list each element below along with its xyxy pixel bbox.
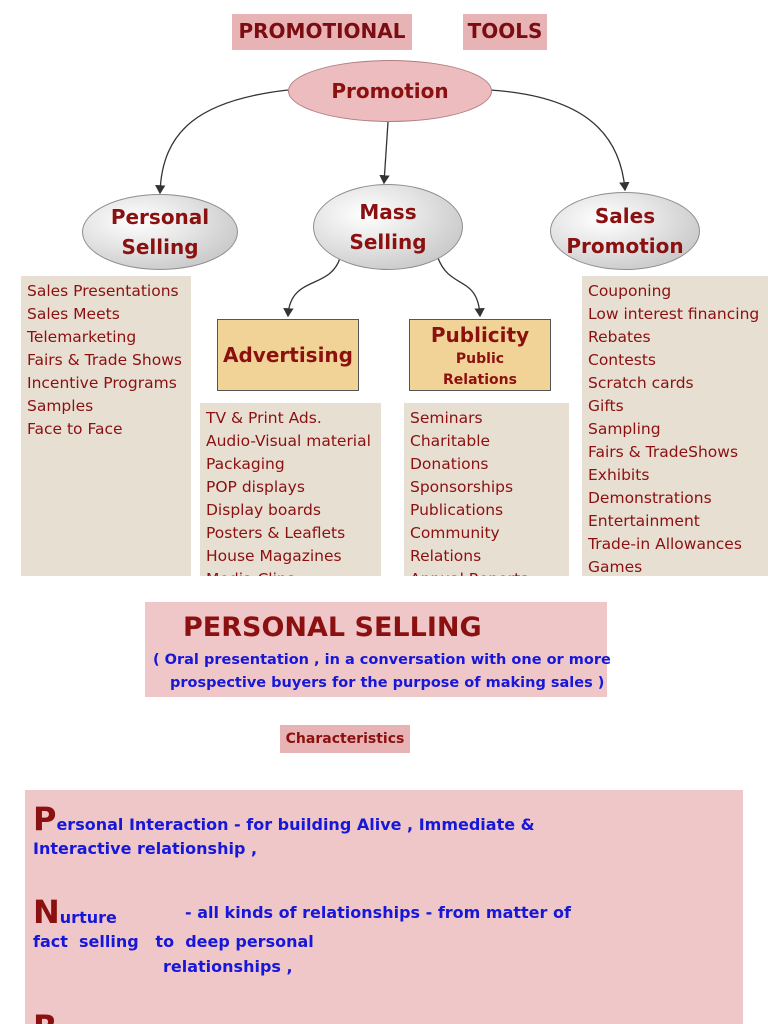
list-item: Sampling	[588, 420, 661, 438]
node-advertising: Advertising	[217, 319, 359, 391]
personal-selling-title-panel: PERSONAL SELLING ( Oral presentation , i…	[145, 602, 611, 697]
list-item: TV & Print Ads.	[206, 409, 322, 427]
list-item: Incentive Programs	[27, 374, 177, 392]
characteristic-nurture: Nurture	[33, 893, 117, 931]
list-item: Media Clips	[206, 568, 375, 576]
list-item: Contests	[588, 351, 656, 369]
list-publicity: Seminars Charitable Donations Sponsorshi…	[404, 403, 569, 576]
node-personal-line1: Personal	[110, 205, 210, 229]
list-item: Gifts	[588, 397, 624, 415]
list-item: Posters & Leaflets	[206, 524, 346, 542]
list-personal-selling: Sales Presentations Sales Meets Telemark…	[21, 276, 191, 576]
header-title-tools: TOOLS	[463, 14, 547, 50]
list-item: Couponing	[588, 282, 672, 300]
list-item: Demonstrations	[588, 489, 712, 507]
characteristic-personal-interaction: Personal Interaction - for building Aliv…	[33, 800, 535, 838]
list-item: Donations	[410, 455, 489, 473]
list-item: Face to Face	[27, 420, 123, 438]
list-item: Entertainment	[588, 512, 700, 530]
header-title-promotional: PROMOTIONAL	[232, 14, 412, 50]
node-advertising-label: Advertising	[223, 343, 353, 367]
list-item: Sales Presentations	[27, 282, 179, 300]
list-item: Charitable	[410, 432, 491, 450]
characteristic-r-letter: R	[33, 1008, 58, 1024]
list-item: Relations	[410, 547, 482, 565]
list-item: Publications	[410, 501, 504, 519]
list-item: Annual Reports	[410, 568, 563, 576]
characteristic-p-text2: Interactive relationship ,	[33, 839, 258, 858]
diagram-connectors	[155, 89, 630, 318]
list-item: Low interest financing	[588, 305, 760, 323]
node-personal-selling: Personal Selling	[82, 194, 238, 270]
list-item: Telemarketing	[27, 328, 137, 346]
list-sales-promotion: Couponing Low interest financing Rebates…	[582, 276, 768, 576]
list-item: House Magazines	[206, 547, 342, 565]
characteristics-panel: Personal Interaction - for building Aliv…	[25, 790, 743, 1024]
characteristic-p-letter: P	[33, 800, 57, 838]
characteristic-p-text1: ersonal Interaction - for building Alive…	[56, 815, 535, 834]
personal-selling-title: PERSONAL SELLING	[183, 612, 482, 643]
node-mass-line1: Mass	[359, 200, 417, 224]
characteristic-r: R	[33, 1008, 58, 1024]
list-item: Sales Meets	[27, 305, 120, 323]
node-mass-line2: Selling	[349, 230, 427, 254]
list-item: Display boards	[206, 501, 321, 519]
node-sales-line1: Sales	[594, 204, 656, 228]
list-item: Sponsorships	[410, 478, 514, 496]
list-item: Fairs & Trade Shows	[27, 351, 182, 369]
list-item: Samples	[27, 397, 94, 415]
characteristic-n-text3: relationships ,	[163, 957, 293, 976]
node-publicity-sub1: Public	[455, 351, 505, 367]
node-publicity: Publicity Public Relations	[409, 319, 551, 391]
characteristic-n-text2: fact selling to deep personal	[33, 932, 314, 951]
node-publicity-title: Publicity	[430, 323, 530, 347]
list-item: Games	[588, 558, 643, 576]
node-sales-promotion: Sales Promotion	[550, 192, 700, 270]
list-item: Seminars	[410, 409, 483, 427]
personal-selling-definition-line2: prospective buyers for the purpose of ma…	[170, 675, 605, 691]
node-personal-line2: Selling	[121, 235, 199, 259]
list-item: Audio-Visual material	[206, 432, 371, 450]
list-item: POP displays	[206, 478, 305, 496]
node-sales-line2: Promotion	[566, 234, 684, 258]
list-item: Exhibits	[588, 466, 650, 484]
node-mass-selling: Mass Selling	[313, 184, 463, 270]
characteristic-n-letter: N	[33, 893, 60, 931]
list-item: Packaging	[206, 455, 285, 473]
characteristics-label: Characteristics	[280, 725, 410, 753]
list-advertising: TV & Print Ads. Audio-Visual material Pa…	[200, 403, 381, 576]
list-item: Scratch cards	[588, 374, 694, 392]
list-item: Rebates	[588, 328, 651, 346]
characteristic-n-word: urture	[59, 908, 117, 927]
characteristic-n-text1: - all kinds of relationships - from matt…	[185, 903, 571, 922]
node-promotion-label: Promotion	[331, 79, 449, 103]
node-promotion: Promotion	[288, 60, 492, 122]
node-publicity-sub2: Relations	[443, 372, 517, 388]
list-item: Fairs & TradeShows	[588, 443, 739, 461]
personal-selling-definition-line1: ( Oral presentation , in a conversation …	[153, 652, 611, 668]
list-item: Community	[410, 524, 500, 542]
list-item: Trade-in Allowances	[588, 535, 742, 553]
